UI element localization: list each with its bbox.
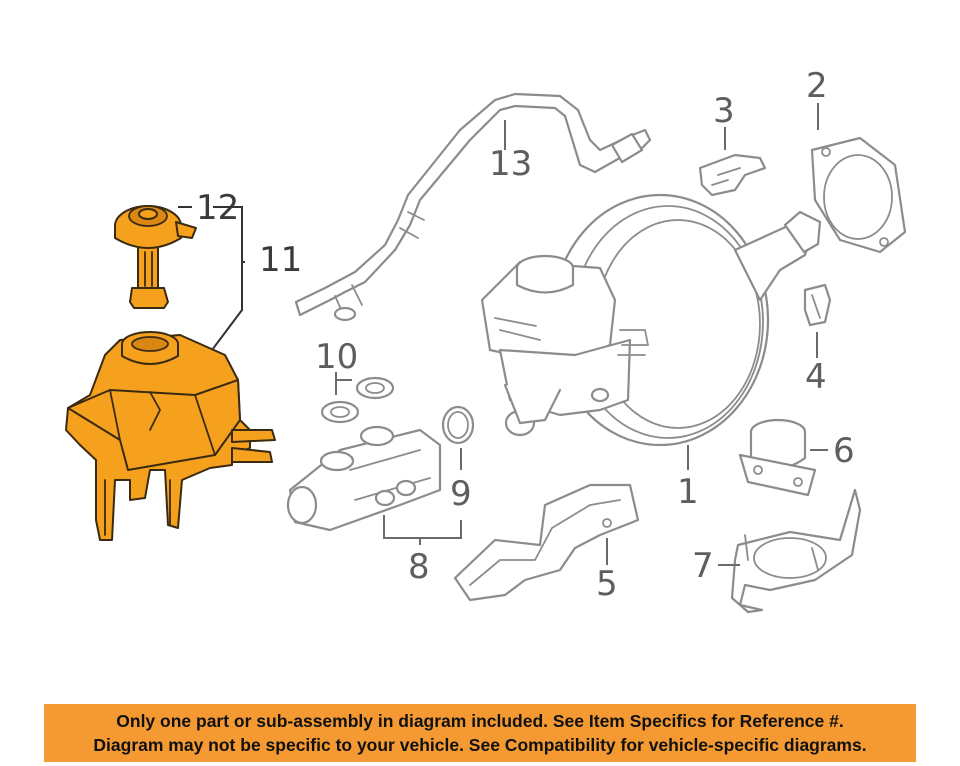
callout-7: 7: [692, 546, 714, 586]
reservoir-cap-part: [114, 205, 197, 309]
callout-9: 9: [450, 474, 472, 514]
callout-6: 6: [833, 431, 855, 471]
parts-diagram: 13 1 2 3 4: [65, 66, 907, 614]
vacuum-pump-part: [738, 418, 817, 497]
callout-5: 5: [596, 564, 618, 604]
heat-shield-part: [453, 483, 640, 602]
disclaimer-banner: Only one part or sub-assembly in diagram…: [44, 704, 916, 762]
callout-1: 1: [677, 472, 699, 512]
master-cylinder-assembly: [480, 254, 649, 437]
pump-bracket-part: [730, 488, 862, 614]
vacuum-hose-part: [294, 92, 652, 322]
callout-3: 3: [713, 91, 735, 131]
brake-fluid-reservoir-part: [65, 331, 276, 541]
leader-10: [335, 372, 352, 395]
leader-11: [211, 206, 245, 351]
leader-8: [383, 515, 462, 545]
gasket-part: [810, 136, 907, 254]
callout-8: 8: [408, 547, 430, 587]
clip-part: [698, 153, 767, 197]
callout-10: 10: [315, 337, 358, 377]
callout-11: 11: [259, 240, 302, 280]
retainer-part: [803, 283, 832, 327]
master-cylinder-part: [286, 425, 442, 532]
reservoir-seals-part: [320, 376, 395, 424]
disclaimer-line-2: Diagram may not be specific to your vehi…: [93, 735, 867, 755]
o-ring-part: [441, 405, 475, 445]
callout-2: 2: [806, 66, 828, 106]
disclaimer-line-1: Only one part or sub-assembly in diagram…: [116, 711, 844, 731]
callout-4: 4: [805, 357, 827, 397]
callout-13: 13: [489, 144, 532, 184]
